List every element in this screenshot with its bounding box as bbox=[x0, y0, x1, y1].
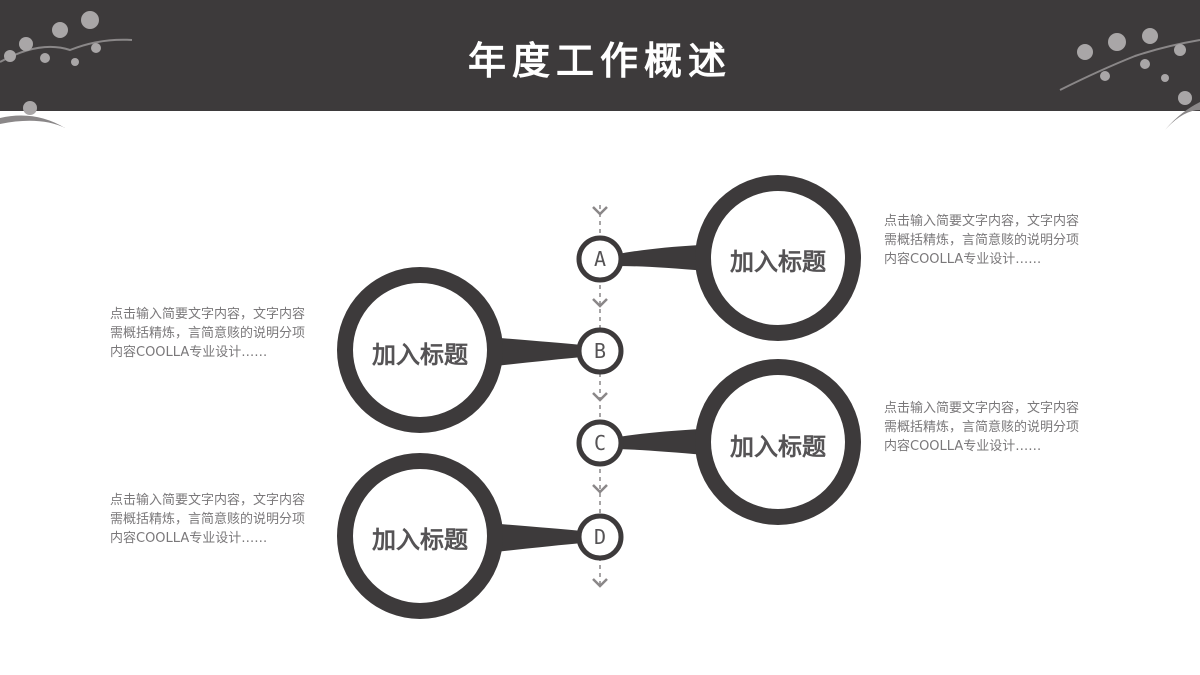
chevron-down-icon bbox=[592, 578, 608, 588]
node-b-letter: B bbox=[593, 339, 607, 363]
node-c-desc[interactable]: 点击输入简要文字内容，文字内容需概括精炼，言简意赅的说明分项内容COOLLA专业… bbox=[884, 401, 1080, 454]
node-c-shape bbox=[576, 359, 861, 525]
header-bar: 年度工作概述 bbox=[0, 0, 1200, 111]
node-a-small-ring bbox=[576, 235, 624, 283]
node-b-title[interactable]: 加入标题 bbox=[372, 341, 468, 369]
node-d-title[interactable]: 加入标题 bbox=[372, 526, 468, 554]
node-a-stem bbox=[618, 245, 705, 271]
node-d-desc[interactable]: 点击输入简要文字内容，文字内容需概括精炼，言简意赅的说明分项内容COOLLA专业… bbox=[110, 493, 306, 546]
node-c-title[interactable]: 加入标题 bbox=[730, 433, 826, 461]
node-d-big-ring bbox=[337, 453, 503, 619]
node-a-desc[interactable]: 点击输入简要文字内容，文字内容需概括精炼，言简意赅的说明分项内容COOLLA专业… bbox=[884, 214, 1080, 267]
chevron-down-icon bbox=[592, 206, 608, 216]
plum-branch-left-icon bbox=[0, 11, 133, 128]
node-d-stem bbox=[495, 524, 582, 552]
node-a-title[interactable]: 加入标题 bbox=[730, 248, 826, 276]
node-b-small-ring bbox=[576, 327, 624, 375]
node-a-letter: A bbox=[593, 247, 607, 271]
chevron-down-icon bbox=[592, 298, 608, 308]
node-a-shape bbox=[576, 175, 861, 341]
node-b-stem bbox=[495, 338, 582, 366]
node-d-shape bbox=[337, 453, 624, 619]
node-c-small-ring bbox=[576, 419, 624, 467]
node-a-big-ring bbox=[695, 175, 861, 341]
node-c-big-ring bbox=[695, 359, 861, 525]
node-b-desc[interactable]: 点击输入简要文字内容，文字内容需概括精炼，言简意赅的说明分项内容COOLLA专业… bbox=[110, 307, 306, 360]
node-b-shape bbox=[337, 267, 624, 433]
chevron-down-icon bbox=[592, 484, 608, 494]
node-d-small-ring bbox=[576, 513, 624, 561]
node-c-letter: C bbox=[593, 431, 607, 455]
chevron-down-icon bbox=[592, 392, 608, 402]
node-b-big-ring bbox=[337, 267, 503, 433]
node-c-stem bbox=[618, 429, 705, 455]
plum-branch-right-icon bbox=[1059, 28, 1200, 130]
page-title: 年度工作概述 bbox=[467, 38, 732, 83]
node-d-letter: D bbox=[593, 525, 607, 549]
timeline-chevrons bbox=[592, 206, 608, 588]
